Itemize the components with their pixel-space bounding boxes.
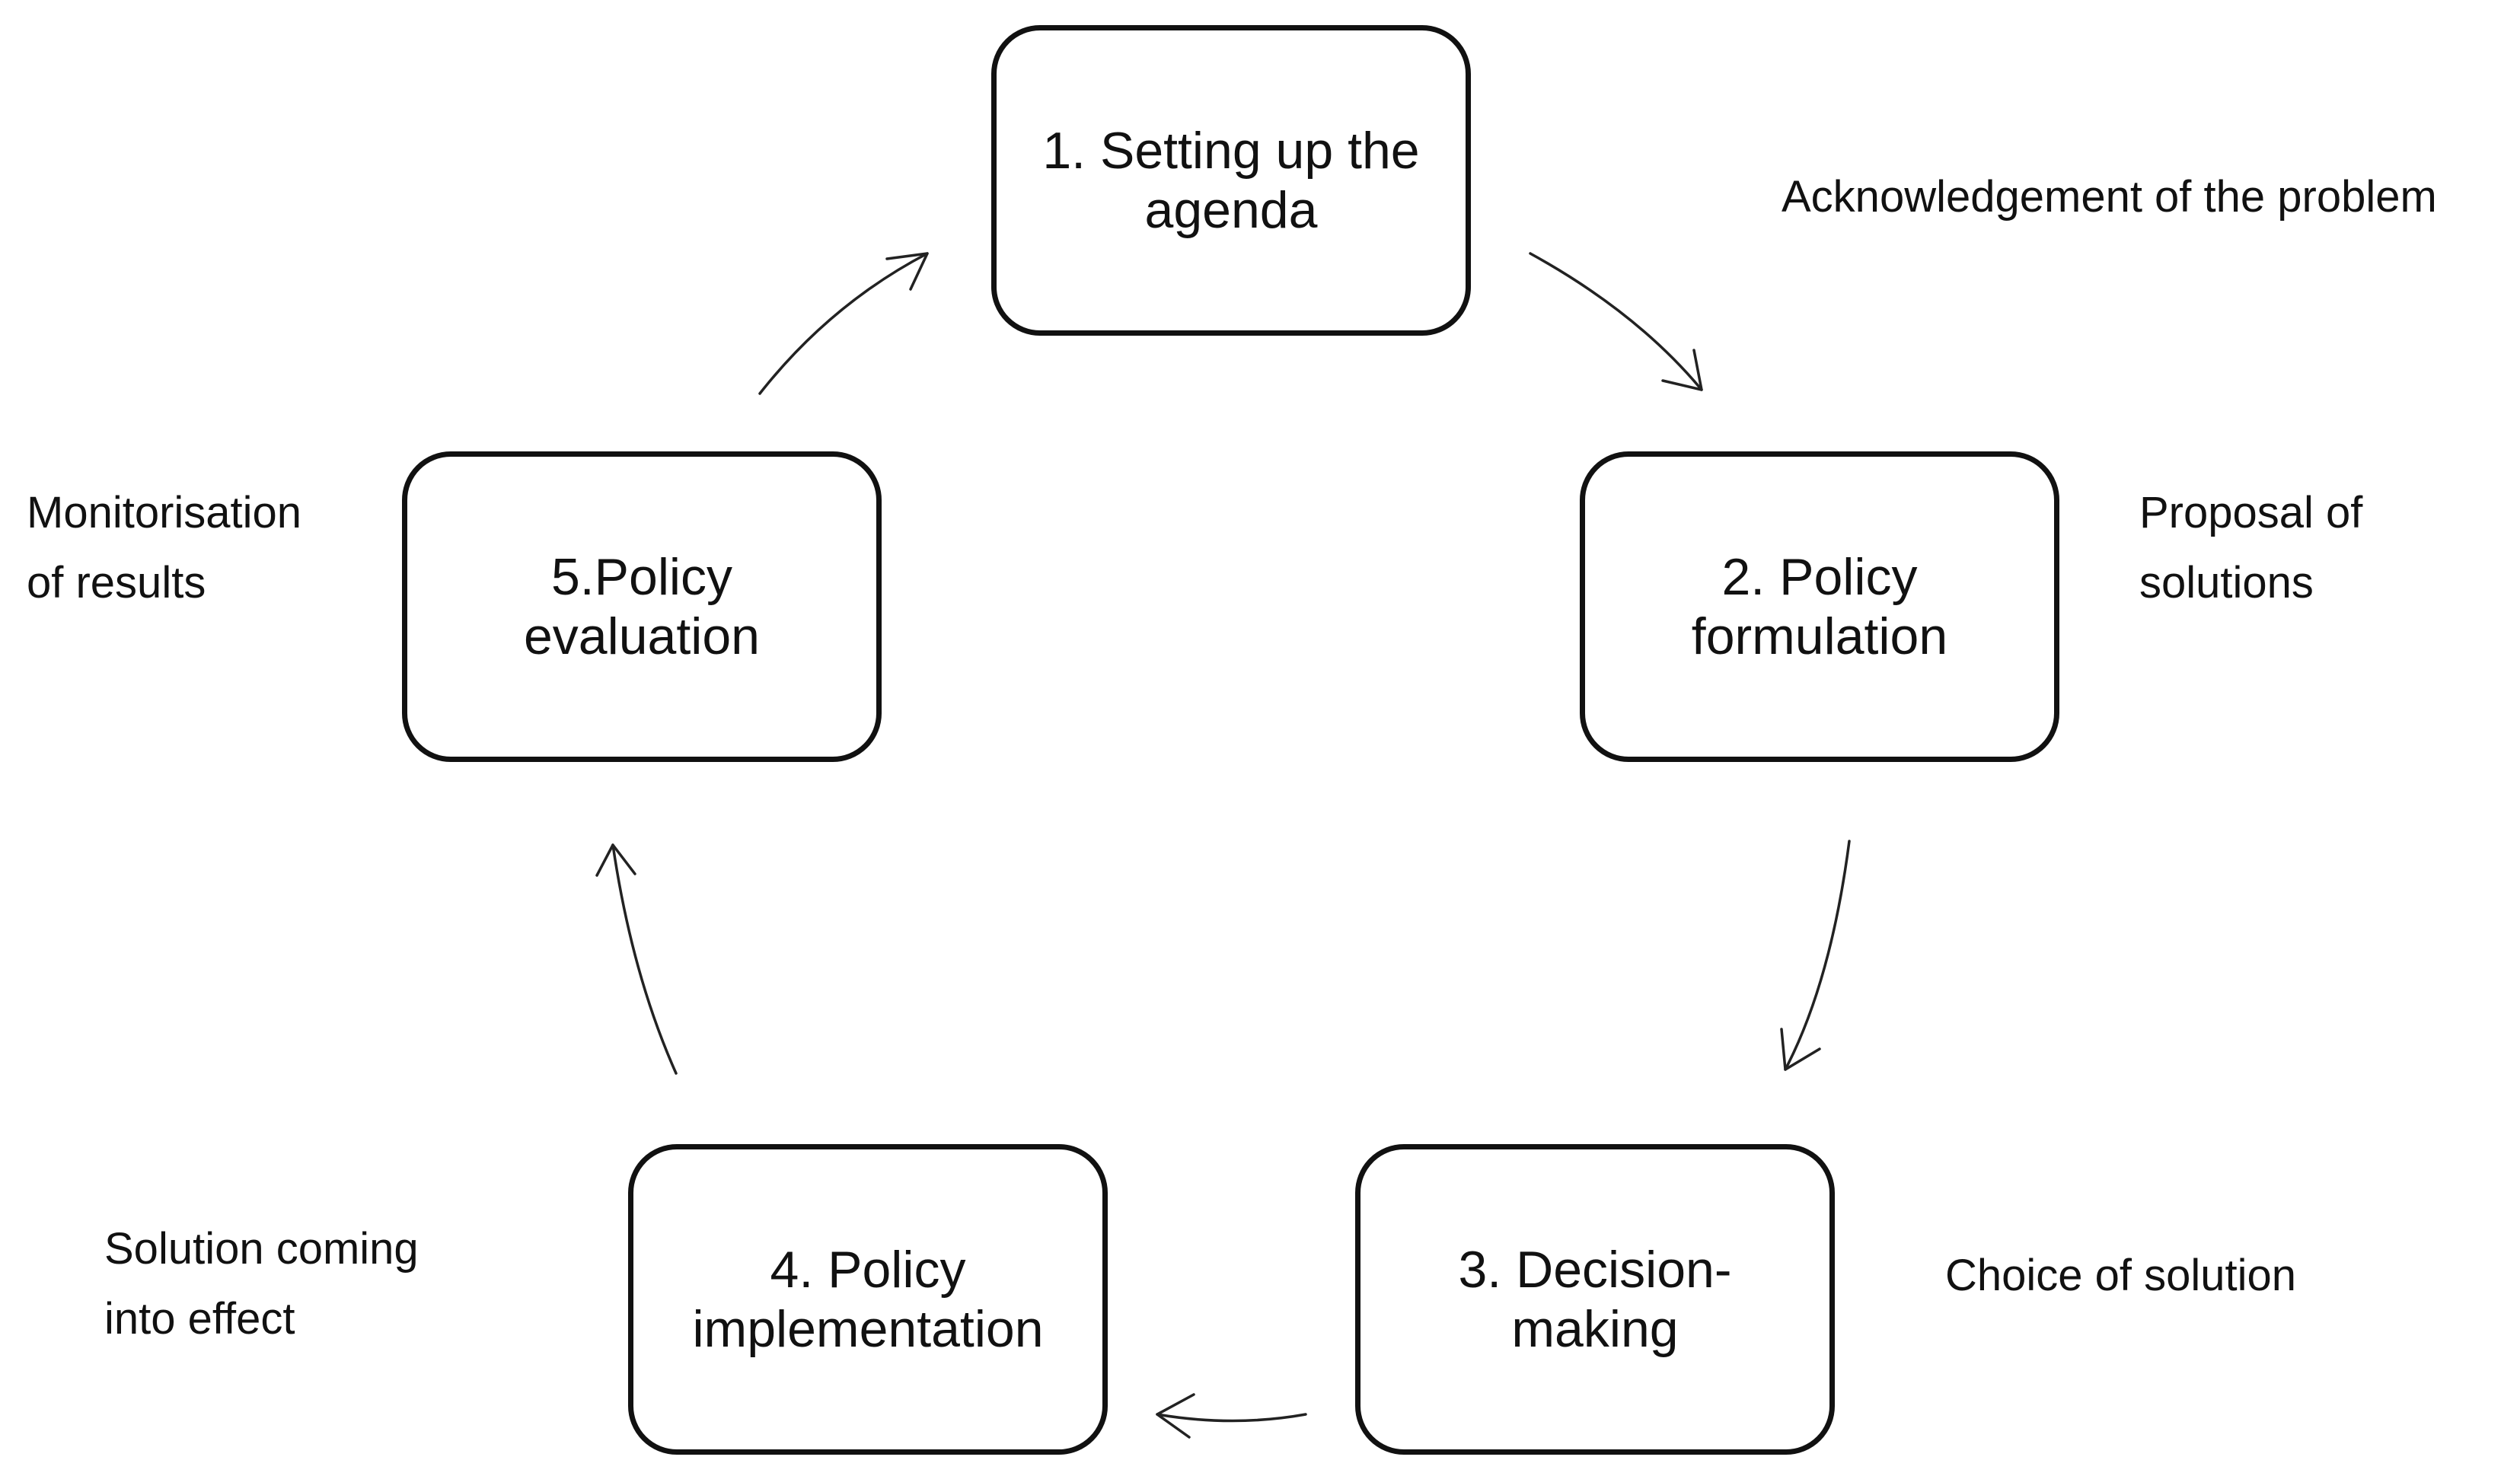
- note-formulation: Proposal of solutions: [2139, 488, 2363, 607]
- arrow-agenda-to-formulation: [1529, 252, 1703, 391]
- stage-label-formulation: 2. Policy formulation: [1691, 548, 1948, 665]
- stage-label-decision: 3. Decision- making: [1458, 1241, 1732, 1358]
- arrow-formulation-to-decision: [1780, 840, 1851, 1071]
- stage-box-evaluation: 5.Policy evaluation: [402, 451, 882, 762]
- stage-label-agenda: 1. Setting up the agenda: [1042, 122, 1420, 239]
- arrow-implementation-to-evaluation: [595, 843, 678, 1075]
- stage-box-formulation: 2. Policy formulation: [1580, 451, 2059, 762]
- stage-label-implementation: 4. Policy implementation: [692, 1241, 1044, 1358]
- note-decision: Choice of solution: [1945, 1251, 2297, 1300]
- stage-box-decision: 3. Decision- making: [1355, 1144, 1835, 1455]
- note-agenda: Acknowledgement of the problem: [1782, 172, 2437, 222]
- stage-box-agenda: 1. Setting up the agenda: [991, 25, 1471, 336]
- arrow-decision-to-implementation: [1156, 1393, 1307, 1439]
- note-evaluation: Monitorisation of results: [27, 488, 302, 607]
- note-implementation: Solution coming into effect: [104, 1224, 419, 1344]
- stage-box-implementation: 4. Policy implementation: [628, 1144, 1108, 1455]
- stage-label-evaluation: 5.Policy evaluation: [523, 548, 761, 665]
- arrow-evaluation-to-agenda: [758, 252, 929, 395]
